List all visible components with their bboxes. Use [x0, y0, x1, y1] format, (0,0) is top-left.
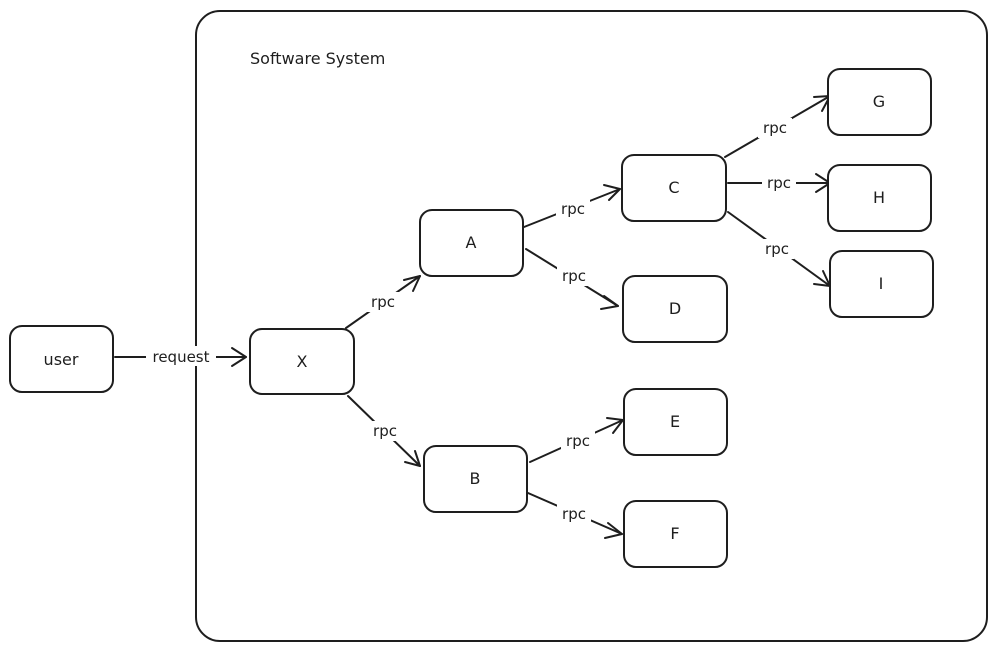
edge-label-user-x: request — [152, 348, 209, 366]
node-h: H — [827, 164, 932, 232]
node-b: B — [423, 445, 528, 513]
svg-text:G: G — [873, 92, 885, 111]
software-system-boundary — [195, 10, 988, 642]
svg-text:E: E — [670, 412, 680, 431]
svg-text:F: F — [670, 524, 679, 543]
edge-label-x-a: rpc — [371, 293, 395, 311]
svg-text:I: I — [879, 274, 884, 293]
edge-label-a-c: rpc — [561, 200, 585, 218]
edge-label-b-e: rpc — [566, 432, 590, 450]
svg-text:X: X — [297, 352, 308, 371]
node-user: user — [9, 325, 114, 393]
node-i: I — [829, 250, 934, 318]
node-x: X — [249, 328, 355, 395]
svg-text:D: D — [669, 299, 681, 318]
edge-label-c-i: rpc — [765, 240, 789, 258]
edge-label-c-g: rpc — [763, 119, 787, 137]
svg-text:user: user — [44, 350, 79, 369]
node-g: G — [827, 68, 932, 136]
svg-text:C: C — [668, 178, 679, 197]
svg-text:B: B — [470, 469, 481, 488]
edge-label-c-h: rpc — [767, 174, 791, 192]
edge-label-b-f: rpc — [562, 505, 586, 523]
edge-label-a-d: rpc — [562, 267, 586, 285]
svg-text:H: H — [873, 188, 885, 207]
software-system-title: Software System — [250, 49, 385, 68]
svg-text:A: A — [466, 233, 477, 252]
node-a: A — [419, 209, 524, 277]
node-f: F — [623, 500, 728, 568]
node-d: D — [622, 275, 728, 343]
node-c: C — [621, 154, 727, 222]
edge-label-x-b: rpc — [373, 422, 397, 440]
node-e: E — [623, 388, 728, 456]
